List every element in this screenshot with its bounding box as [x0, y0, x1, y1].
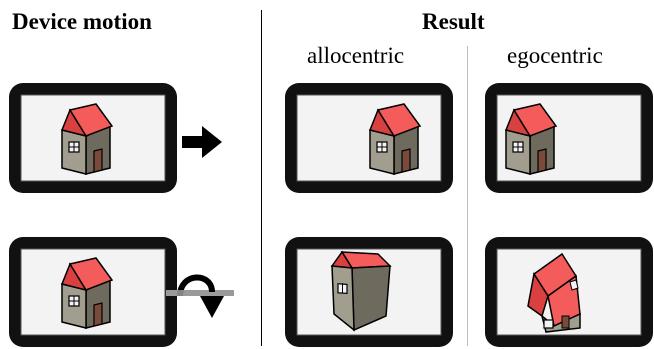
house-icon: [504, 103, 558, 175]
tablet-icon: [285, 237, 453, 347]
egocentric-tablet-translate: [484, 82, 654, 194]
device-tablet-translate: [8, 82, 178, 194]
house-icon: [368, 103, 422, 175]
tablet-icon: [9, 83, 177, 193]
house-tilted-icon: [527, 252, 581, 333]
house-tilted-icon: [330, 250, 392, 332]
arrow-right-icon: [180, 122, 224, 162]
device-motion-heading: Device motion: [12, 9, 152, 34]
house-icon: [60, 257, 114, 329]
allocentric-tablet-translate: [284, 82, 454, 194]
section-divider: [261, 10, 262, 346]
tablet-icon: [9, 237, 177, 347]
egocentric-tablet-rotate: [484, 236, 654, 348]
rotate-arrow-icon: [166, 266, 236, 326]
allocentric-tablet-rotate: [284, 236, 454, 348]
tablet-icon: [285, 83, 453, 193]
egocentric-heading: egocentric: [507, 43, 603, 68]
device-tablet-rotate: [8, 236, 178, 348]
allocentric-heading: allocentric: [307, 43, 405, 68]
result-heading: Result: [422, 9, 485, 34]
tablet-icon: [485, 83, 653, 193]
house-icon: [60, 103, 114, 175]
tablet-icon: [485, 237, 653, 347]
column-divider: [467, 46, 468, 346]
